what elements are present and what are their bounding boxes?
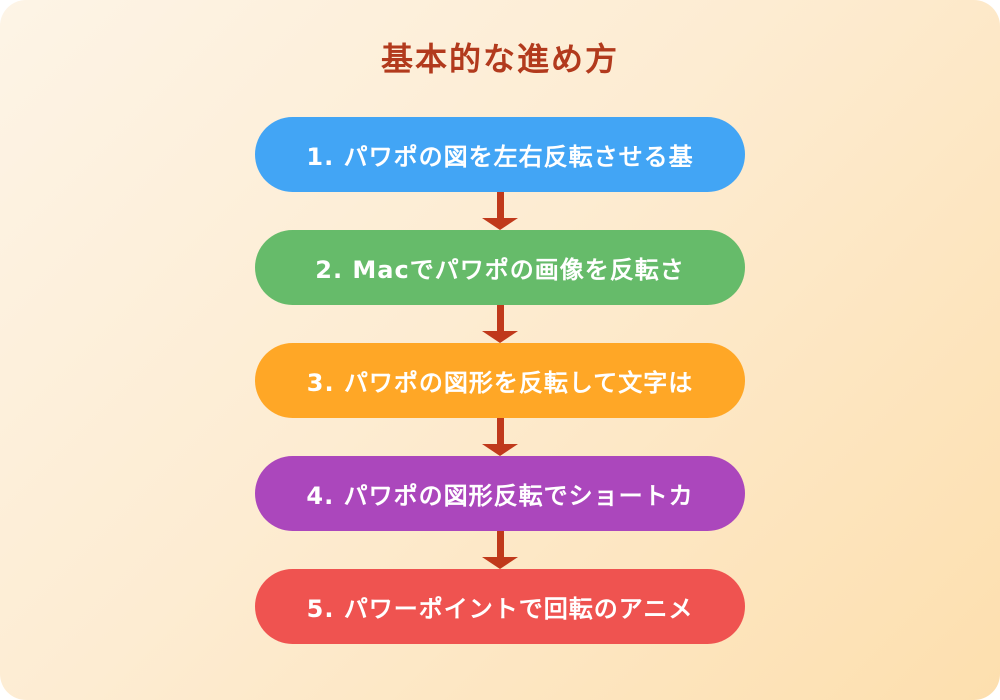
- step-pill-4: 4. パワポの図形反転でショートカ: [255, 456, 745, 531]
- down-arrow-stem: [496, 192, 504, 218]
- flow-step: 3. パワポの図形を反転して文字は: [255, 343, 745, 456]
- step-label: 1. パワポの図を左右反転させる基: [306, 143, 694, 171]
- down-arrow-icon: [482, 192, 518, 230]
- down-arrow-head: [482, 557, 518, 569]
- flow-step: 4. パワポの図形反転でショートカ: [255, 456, 745, 569]
- flow-step: 2. Macでパワポの画像を反転さ: [255, 230, 745, 343]
- step-pill-1: 1. パワポの図を左右反転させる基: [255, 117, 745, 192]
- step-label: 2. Macでパワポの画像を反転さ: [315, 256, 685, 284]
- down-arrow-stem: [496, 418, 504, 444]
- step-pill-2: 2. Macでパワポの画像を反転さ: [255, 230, 745, 305]
- step-pill-5: 5. パワーポイントで回転のアニメ: [255, 569, 745, 644]
- step-label: 4. パワポの図形反転でショートカ: [306, 482, 694, 510]
- down-arrow-stem: [496, 531, 504, 557]
- down-arrow-stem: [496, 305, 504, 331]
- down-arrow-icon: [482, 531, 518, 569]
- flowchart: 1. パワポの図を左右反転させる基 2. Macでパワポの画像を反転さ 3. パ…: [255, 117, 745, 644]
- flow-step: 1. パワポの図を左右反転させる基: [255, 117, 745, 230]
- down-arrow-icon: [482, 418, 518, 456]
- down-arrow-icon: [482, 305, 518, 343]
- page-title: 基本的な進め方: [380, 40, 619, 78]
- step-pill-3: 3. パワポの図形を反転して文字は: [255, 343, 745, 418]
- flow-step: 5. パワーポイントで回転のアニメ: [255, 569, 745, 644]
- down-arrow-head: [482, 331, 518, 343]
- down-arrow-head: [482, 444, 518, 456]
- down-arrow-head: [482, 218, 518, 230]
- step-label: 3. パワポの図形を反転して文字は: [306, 369, 694, 397]
- step-label: 5. パワーポイントで回転のアニメ: [306, 595, 694, 623]
